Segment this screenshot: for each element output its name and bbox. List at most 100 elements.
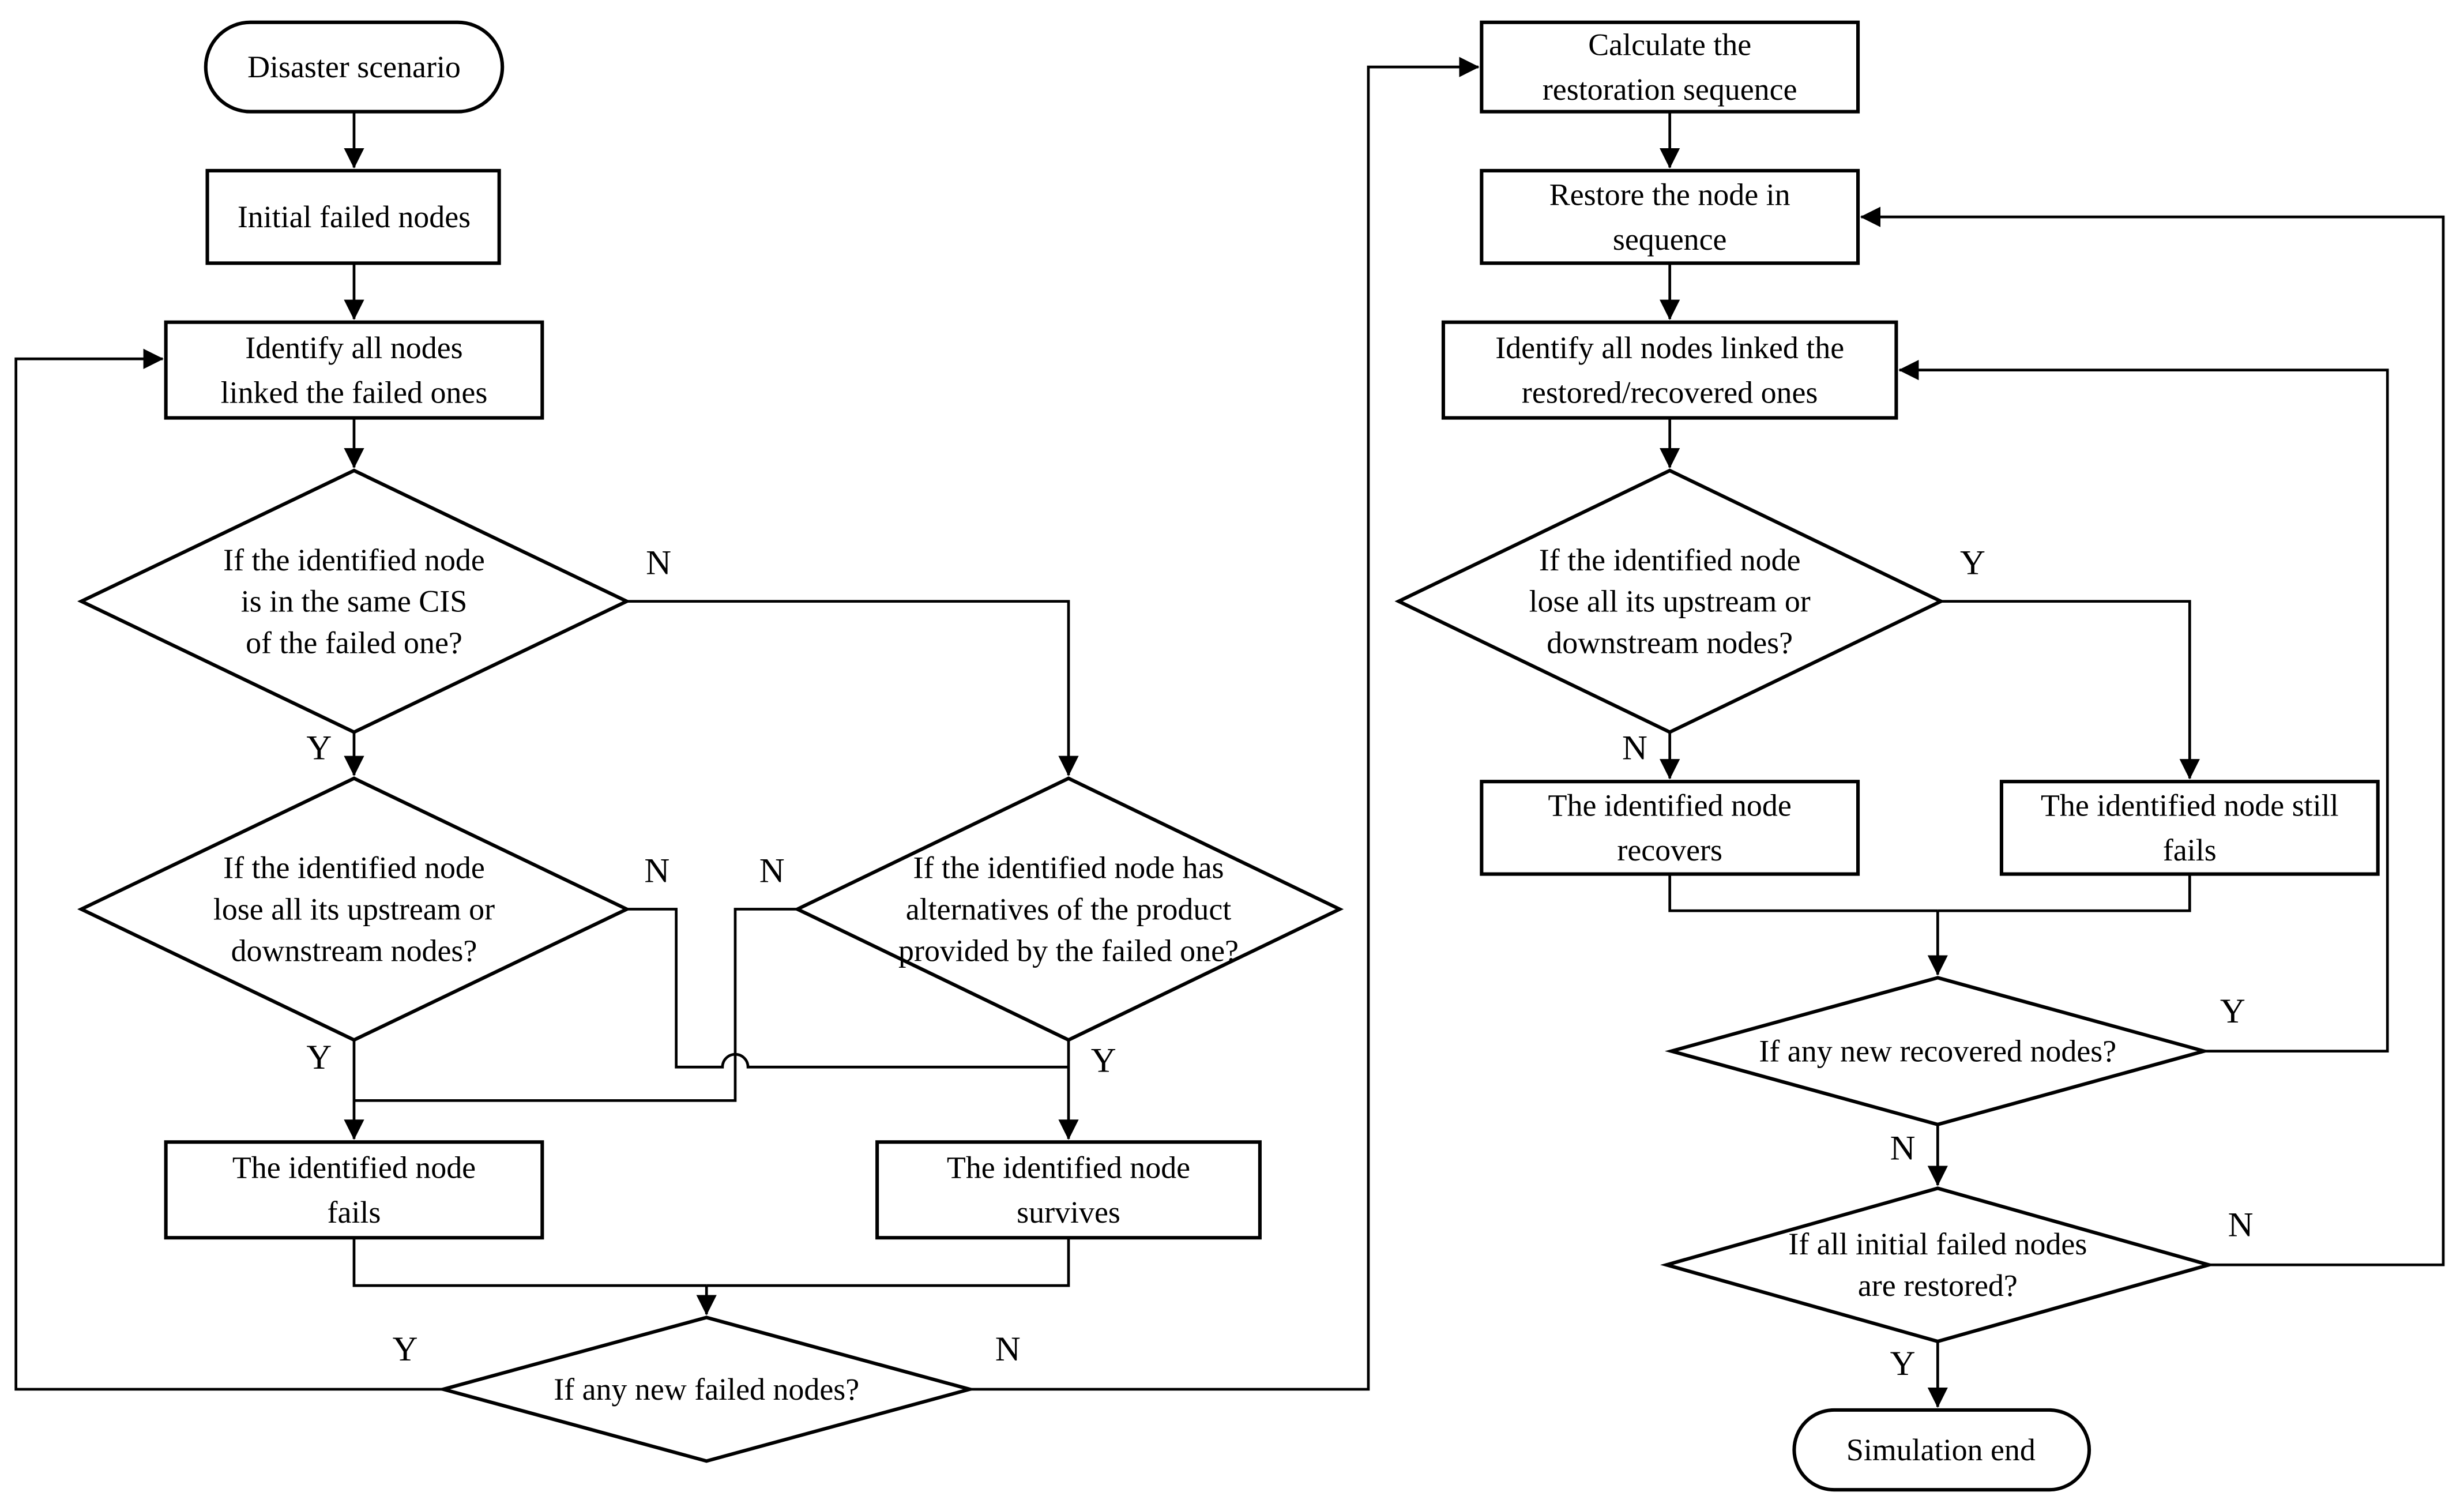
- edge-fails-to-junction: [352, 1238, 707, 1287]
- label-alternatives-yes: Y: [1091, 1042, 1116, 1080]
- lose-links-right-line2: lose all its upstream or: [1529, 584, 1811, 619]
- recovers-shape: [1480, 780, 1860, 876]
- node-survives: The identified node survives: [875, 1140, 1262, 1240]
- start-terminator-shape: [204, 20, 505, 114]
- all-restored-line2: are restored?: [1858, 1268, 2018, 1303]
- same-cis-line2: is in the same CIS: [241, 584, 467, 619]
- edge-lose-links-right-yes: [1940, 600, 2200, 780]
- same-cis-line3: of the failed one?: [246, 626, 462, 660]
- end-terminator-shape: [1792, 1408, 2091, 1492]
- node-end: Simulation end: [1792, 1408, 2091, 1492]
- alternatives-line3: provided by the failed one?: [898, 933, 1239, 968]
- alternatives-diamond: [793, 776, 1344, 1042]
- decision-same-cis: If the identified node is in the same CI…: [77, 468, 631, 734]
- label-new-failed-yes: Y: [393, 1330, 418, 1369]
- decision-new-failed: If any new failed nodes?: [437, 1315, 977, 1463]
- start-label: Disaster scenario: [247, 50, 461, 84]
- alternatives-line1: If the identified node has: [913, 851, 1224, 885]
- same-cis-diamond: [77, 468, 631, 734]
- new-failed-label: If any new failed nodes?: [554, 1372, 859, 1407]
- label-lose-links-left-yes: Y: [306, 1038, 332, 1077]
- decision-all-restored: If all initial failed nodes are restored…: [1660, 1186, 2215, 1344]
- branch-labels: N Y N Y N Y Y N Y N Y N N Y: [306, 544, 2253, 1383]
- edge-new-recovered-yes-loop: [1898, 360, 2389, 1053]
- label-lose-links-left-no: N: [644, 851, 669, 890]
- identify-failed-line1: Identify all nodes: [245, 330, 462, 365]
- survives-shape: [875, 1140, 1262, 1240]
- restore-line1: Restore the node in: [1549, 177, 1790, 212]
- fails-line2: fails: [328, 1195, 381, 1230]
- lose-links-left-line3: downstream nodes?: [231, 933, 477, 968]
- edge-recovers-to-junction: [1668, 874, 1938, 912]
- still-fails-line1: The identified node still: [2041, 788, 2339, 823]
- recovers-line1: The identified node: [1548, 788, 1792, 823]
- fails-line1: The identified node: [232, 1150, 476, 1185]
- lose-links-right-line3: downstream nodes?: [1547, 626, 1793, 660]
- label-new-failed-no: N: [995, 1330, 1021, 1369]
- still-fails-shape: [1999, 780, 2380, 876]
- edge-new-failed-no: [969, 57, 1480, 1391]
- node-recovers: The identified node recovers: [1480, 780, 1860, 876]
- node-identify-restored: Identify all nodes linked the restored/r…: [1441, 320, 1898, 420]
- connectors: [14, 57, 2445, 1408]
- lose-links-left-line2: lose all its upstream or: [213, 892, 495, 926]
- edge-survives-to-junction: [706, 1238, 1070, 1287]
- identify-failed-line2: linked the failed ones: [221, 375, 488, 409]
- alternatives-line2: alternatives of the product: [906, 892, 1231, 926]
- edge-still-fails-to-junction: [1938, 874, 2191, 912]
- new-recovered-label: If any new recovered nodes?: [1759, 1034, 2116, 1069]
- survives-line2: survives: [1017, 1195, 1120, 1230]
- same-cis-line1: If the identified node: [223, 543, 485, 577]
- new-recovered-diamond: [1664, 976, 2211, 1126]
- all-restored-diamond: [1660, 1186, 2215, 1344]
- node-still-fails: The identified node still fails: [1999, 780, 2380, 876]
- label-new-recovered-yes: Y: [2220, 992, 2245, 1031]
- lose-links-right-line1: If the identified node: [1539, 543, 1801, 577]
- calculate-line1: Calculate the: [1588, 27, 1751, 62]
- node-identify-failed: Identify all nodes linked the failed one…: [164, 320, 544, 420]
- node-fails: The identified node fails: [164, 1140, 544, 1240]
- edge-same-cis-no: [626, 600, 1079, 776]
- identify-restored-line2: restored/recovered ones: [1522, 375, 1818, 409]
- decision-lose-links-left: If the identified node lose all its upst…: [77, 776, 631, 1042]
- lose-links-left-diamond: [77, 776, 631, 1042]
- decision-lose-links-right: If the identified node lose all its upst…: [1394, 468, 1945, 734]
- initial-failed-shape: [205, 168, 501, 265]
- label-new-recovered-no: N: [1890, 1129, 1916, 1168]
- calculate-shape: [1480, 20, 1860, 114]
- new-failed-diamond: [437, 1315, 977, 1463]
- decision-new-recovered: If any new recovered nodes?: [1664, 976, 2211, 1126]
- node-initial-failed: Initial failed nodes: [205, 168, 501, 265]
- label-same-cis-no: N: [646, 544, 671, 582]
- label-all-restored-yes: Y: [1890, 1344, 1916, 1383]
- decision-alternatives: If the identified node has alternatives …: [793, 776, 1344, 1042]
- edge-alternatives-no: [353, 908, 797, 1102]
- survives-line1: The identified node: [947, 1150, 1190, 1185]
- fails-shape: [164, 1140, 544, 1240]
- lose-links-left-line1: If the identified node: [223, 851, 485, 885]
- edge-all-restored-no-loop: [1860, 206, 2445, 1266]
- restore-line2: sequence: [1613, 222, 1727, 257]
- edge-lose-links-no: [626, 908, 1069, 1069]
- label-alternatives-no: N: [759, 851, 785, 890]
- label-same-cis-yes: Y: [306, 728, 332, 767]
- end-label: Simulation end: [1846, 1433, 2036, 1467]
- lose-links-right-diamond: [1394, 468, 1945, 734]
- identify-restored-line1: Identify all nodes linked the: [1495, 330, 1844, 365]
- identify-failed-shape: [164, 320, 544, 420]
- recovers-line2: recovers: [1617, 833, 1722, 867]
- node-restore: Restore the node in sequence: [1480, 168, 1860, 265]
- edge-new-failed-yes-loop: [14, 348, 443, 1391]
- still-fails-line2: fails: [2163, 833, 2217, 867]
- label-all-restored-no: N: [2228, 1205, 2254, 1244]
- all-restored-line1: If all initial failed nodes: [1788, 1227, 2087, 1261]
- restore-shape: [1480, 168, 1860, 265]
- identify-restored-shape: [1441, 320, 1898, 420]
- node-start: Disaster scenario: [204, 20, 505, 114]
- label-lose-links-right-yes: Y: [1960, 544, 1985, 582]
- initial-failed-label: Initial failed nodes: [238, 200, 471, 234]
- node-calculate: Calculate the restoration sequence: [1480, 20, 1860, 114]
- calculate-line2: restoration sequence: [1543, 72, 1797, 107]
